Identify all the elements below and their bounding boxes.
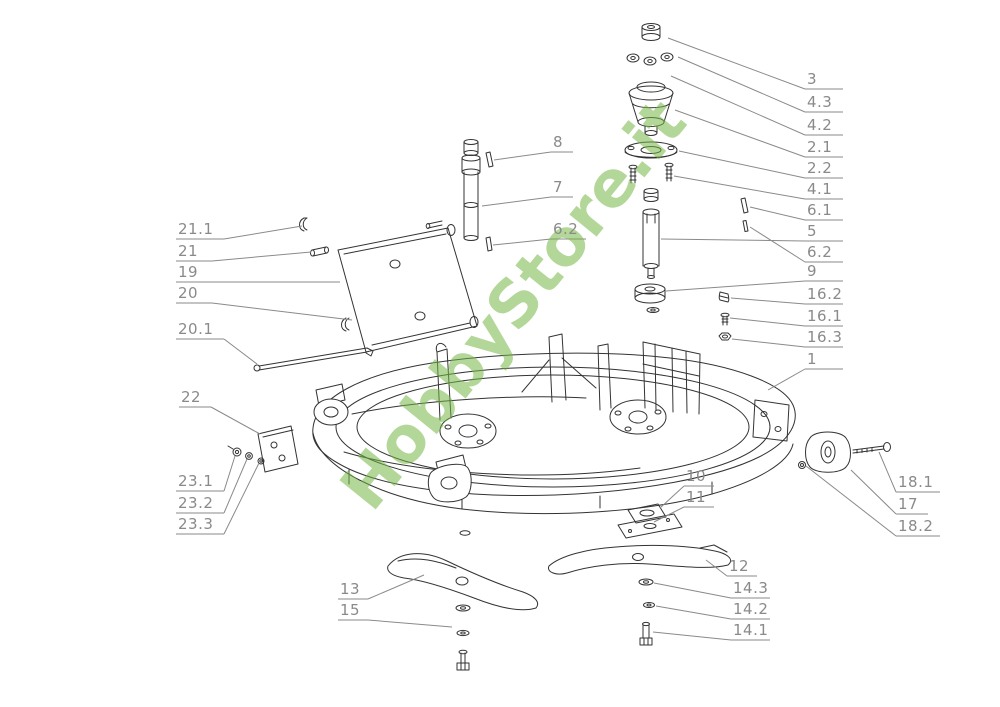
watermark: HobbyStore.it (327, 86, 701, 524)
rod-20-1 (253, 347, 374, 372)
spindle-assembly (624, 23, 749, 341)
shaft-7-assembly (461, 139, 494, 252)
deck-brackets (435, 333, 790, 442)
deck-body (312, 352, 796, 515)
washer-18-2 (798, 461, 806, 469)
blade-adapter (617, 503, 683, 539)
bolt-stack-15 (455, 530, 471, 671)
front-gauge-wheel (427, 454, 472, 503)
wheel-17 (805, 431, 851, 473)
left-gauge-wheel (313, 383, 349, 426)
blade-13 (387, 553, 539, 611)
bolt-18-1 (852, 442, 891, 454)
bolt-stack-14 (638, 578, 655, 646)
drawing-group (227, 23, 891, 671)
bracket-22 (227, 425, 299, 473)
hinge-plate-19 (299, 217, 479, 353)
leader-lines (176, 37, 940, 641)
blade-12 (547, 544, 732, 575)
